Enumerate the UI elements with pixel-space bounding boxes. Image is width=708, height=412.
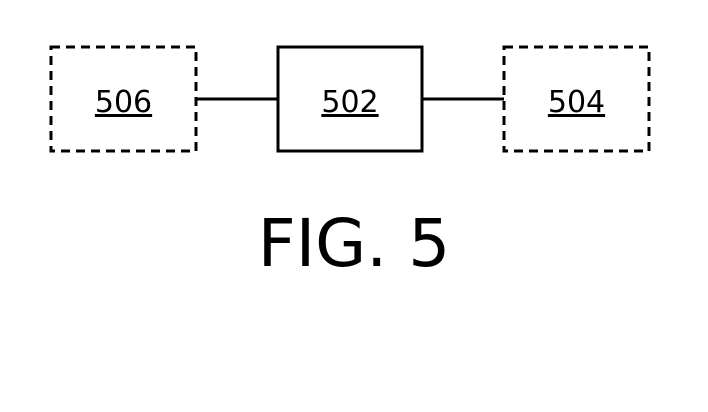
box-504: 504 [502,45,651,153]
figure-caption: FIG. 5 [258,205,451,282]
box-502: 502 [276,45,424,153]
box-506: 506 [49,45,198,153]
box-504-outline [502,45,651,153]
box-506-label: 506 [95,85,152,120]
box-502-outline [276,45,424,153]
box-504-label: 504 [548,85,605,120]
box-506-outline [49,45,198,153]
box-502-label: 502 [321,85,378,120]
